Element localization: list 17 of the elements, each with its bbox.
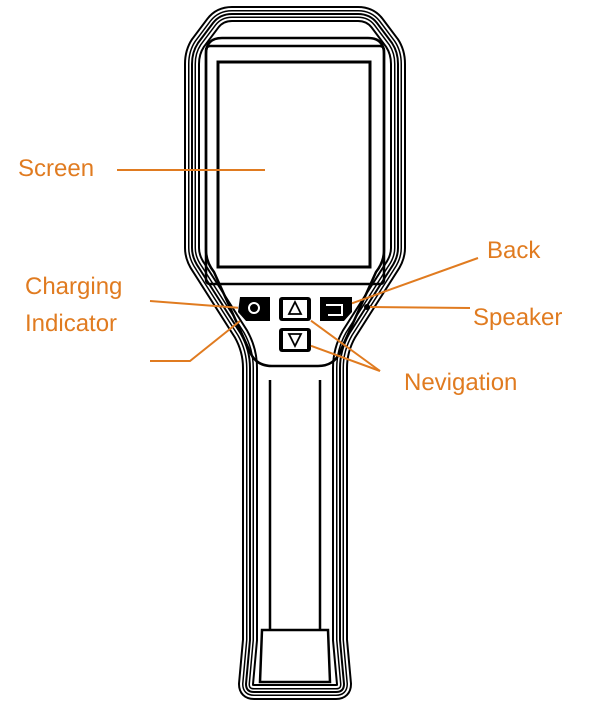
- leader-line: [117, 169, 265, 171]
- callout-label: Nevigation: [404, 364, 518, 401]
- screen: [216, 60, 372, 268]
- power-button: [238, 297, 270, 321]
- callout-label: Back: [487, 232, 540, 269]
- leader-line: [352, 257, 478, 304]
- down-button: [279, 328, 311, 352]
- speaker-hole: [364, 304, 370, 310]
- callout-label: Charging Indicator: [25, 268, 150, 342]
- leader-line: [150, 300, 238, 309]
- back-button: [320, 297, 352, 321]
- callout-label: Speaker: [473, 299, 562, 336]
- leader-line: [150, 320, 241, 362]
- callout-label: Screen: [18, 150, 94, 187]
- leader-line: [370, 306, 470, 309]
- up-button: [279, 297, 311, 321]
- leader-line: [310, 344, 380, 372]
